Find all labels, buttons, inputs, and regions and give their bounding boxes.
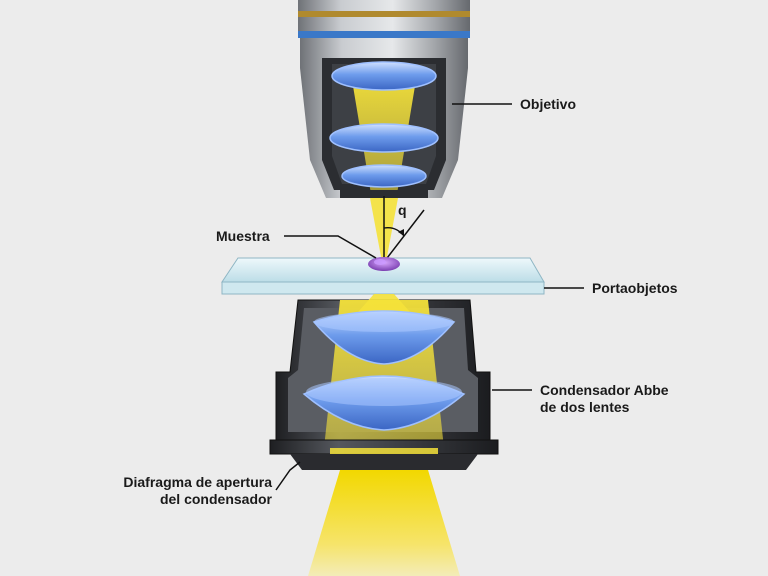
condenser-label-line1: Condensador Abbe <box>540 382 669 399</box>
leader-diaphragm <box>276 462 300 490</box>
objective-lens-1 <box>332 62 436 90</box>
condenser-label: Condensador Abbe de dos lentes <box>540 382 669 416</box>
objective-barrel-band <box>298 17 470 31</box>
slide-label: Portaobjetos <box>592 280 678 297</box>
slide-edge <box>222 282 544 294</box>
condenser-assembly <box>270 294 498 470</box>
objective-label: Objetivo <box>520 96 576 113</box>
angle-symbol-label: q <box>398 202 407 218</box>
sample-label: Muestra <box>216 228 270 245</box>
condenser-lens-1-top <box>314 312 454 332</box>
objective-gold-ring <box>298 11 470 17</box>
condenser-lens-2-top <box>306 378 462 406</box>
slide <box>222 257 544 294</box>
diaphragm-label: Diafragma de apertura del condensador <box>104 474 272 508</box>
objective-blue-ring <box>298 31 470 38</box>
diaphragm-label-line1: Diafragma de apertura <box>104 474 272 491</box>
diaphragm-label-line2: del condensador <box>104 491 272 508</box>
specimen-highlight <box>374 259 386 265</box>
objective-top-barrel <box>298 0 470 12</box>
condenser-label-line2: de dos lentes <box>540 399 669 416</box>
illumination-beam <box>308 470 460 576</box>
diaphragm-opening-light <box>330 448 438 454</box>
leader-sample <box>284 236 376 258</box>
angle-arc-arrow <box>398 229 404 236</box>
objective-assembly <box>298 0 470 200</box>
aperture-diaphragm <box>290 454 478 470</box>
objective-lens-2 <box>330 124 438 152</box>
objective-lens-3 <box>342 165 426 187</box>
